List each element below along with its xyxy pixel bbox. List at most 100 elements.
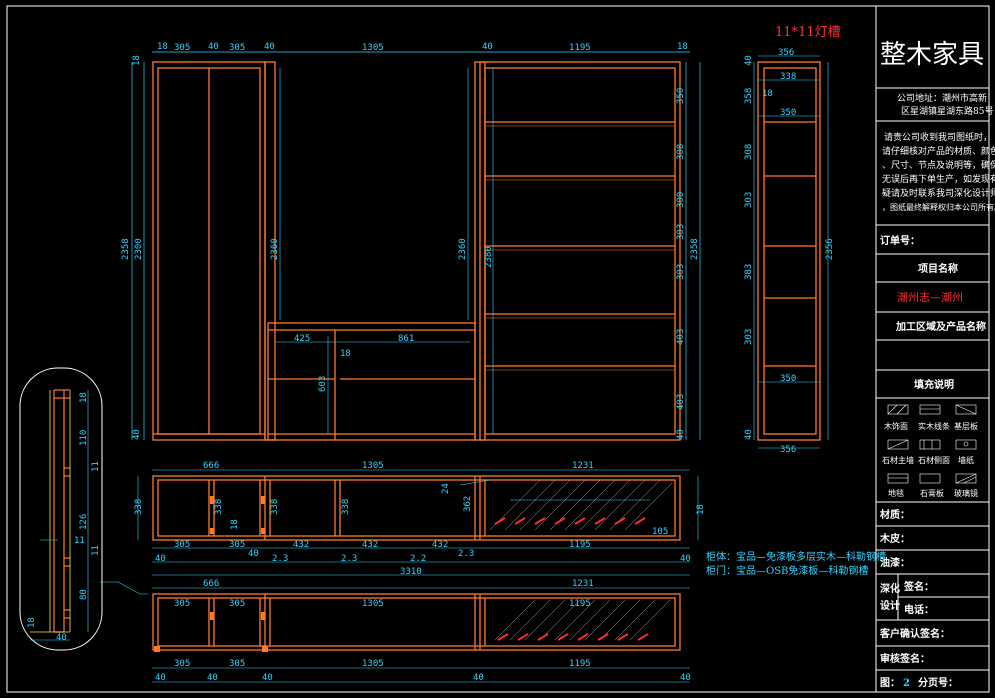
dim-label: 40 — [473, 673, 484, 683]
mid-cabinet-dims: 425 861 18 603 — [294, 334, 414, 392]
dim-label: 110 — [79, 430, 89, 446]
dim-label: 11 — [74, 536, 85, 546]
front-top-dims: 18 305 40 305 40 1305 40 1195 18 — [157, 42, 688, 53]
dim-label: 305 — [174, 659, 190, 669]
plan-view-1-dims: 666 1305 1231 305 305 40 432 432 432 119… — [134, 461, 706, 577]
detail-dims: 18 110 11 126 11 80 18 40 11 — [27, 392, 101, 643]
dim-label: 2356 — [825, 238, 835, 260]
wood-label: 木皮： — [879, 532, 910, 545]
dim-label: 1305 — [362, 43, 384, 53]
dim-label: 40 — [207, 673, 218, 683]
legend-item: 墙纸 — [958, 455, 974, 465]
address-line2: 区星湖镇星湖东路85号 — [901, 105, 993, 117]
dim-label: 80 — [79, 589, 89, 600]
dim-label: 308 — [676, 144, 686, 160]
order-label: 订单号： — [880, 234, 920, 247]
dim-label: 303 — [676, 224, 686, 240]
dim-label: 2358 — [121, 238, 131, 260]
legend-item: 基层板 — [954, 421, 978, 431]
notice-line: 无误后再下单生产，如发现有 — [882, 173, 995, 185]
dim-label: 40 — [744, 429, 754, 440]
material-label: 材质： — [880, 508, 910, 521]
dim-label: 338 — [270, 499, 280, 515]
notice-line: 请贵公司收到我司图纸时， — [884, 131, 992, 143]
dim-label: 432 — [432, 540, 448, 550]
client-sign-label: 客户确认签名： — [879, 627, 950, 640]
designer-label: 深化 — [880, 582, 900, 595]
legend-swatches — [887, 404, 977, 484]
dim-label: 303 — [744, 192, 754, 208]
legend-title: 填充说明 — [914, 378, 954, 391]
dim-label: 40 — [744, 55, 754, 66]
dim-label: 305 — [229, 540, 245, 550]
dim-label: 1231 — [572, 461, 594, 471]
dim-label: 358 — [744, 88, 754, 104]
dim-label: 305 — [174, 599, 190, 609]
dim-label: 1231 — [572, 579, 594, 589]
project-label: 项目名称 — [918, 262, 958, 275]
dim-label: 308 — [744, 144, 754, 160]
dim-label: 40 — [262, 673, 273, 683]
dim-label: 18 — [132, 55, 142, 66]
dim-label: 40 — [132, 429, 142, 440]
dim-label: 126 — [79, 514, 89, 530]
dim-label: 305 — [229, 43, 245, 53]
project-name: 潮州志—潮州 — [897, 290, 963, 304]
plan-view-2 — [100, 581, 690, 683]
cabinet-material-note: 柜体：宝品—免漆板多层实木—科勒钢槽 — [706, 550, 886, 563]
dim-label: 1305 — [362, 461, 384, 471]
dim-label: 40 — [208, 42, 219, 52]
plan-view-2-dims: 666 1231 305 305 1305 1195 305 305 1305 … — [155, 579, 691, 683]
dim-label: 18 — [79, 392, 89, 403]
dim-label: 2360 — [270, 238, 280, 260]
dim-label: 18 — [762, 89, 773, 99]
dim-label: 666 — [203, 579, 219, 589]
name-label: 签名： — [903, 580, 934, 593]
side-elevation — [753, 55, 829, 449]
titleblock: 整木家具 公司地址：潮州市高新 区星湖镇星湖东路85号 请贵公司收到我司图纸时，… — [876, 40, 995, 689]
dim-label: 305 — [229, 659, 245, 669]
legend-item: 石材侧面 — [918, 455, 950, 465]
dim-label: 40 — [676, 429, 686, 440]
front-vertical-dims: 18 2358 2300 40 2360 2360 2380 2358 — [121, 55, 700, 440]
dim-label: 603 — [318, 376, 328, 392]
legend-item: 玻璃镜 — [954, 488, 978, 498]
sheet-border — [6, 5, 990, 693]
dim-label: 432 — [362, 540, 378, 550]
legend-item: 实木线条 — [918, 421, 950, 431]
dim-label: 403 — [676, 394, 686, 410]
dim-label: 18 — [340, 349, 351, 359]
legend-item: 木饰面 — [884, 421, 908, 431]
legend-item: 地毯 — [888, 488, 904, 498]
dim-label: 2.2 — [410, 554, 426, 564]
dim-label: 105 — [652, 527, 668, 537]
review-sign-label: 审核签名： — [880, 652, 930, 665]
dim-label: 2.3 — [272, 554, 288, 564]
dim-label: 40 — [482, 42, 493, 52]
dim-label: 305 — [174, 540, 190, 550]
dim-label: 1195 — [569, 599, 591, 609]
page-number: 2 — [903, 678, 910, 689]
dim-label: 356 — [778, 48, 794, 58]
dim-label: 666 — [203, 461, 219, 471]
dim-label: 40 — [155, 673, 166, 683]
dim-label: 305 — [174, 43, 190, 53]
notice-line: 、尺寸、节点及说明等，确保 — [882, 159, 995, 171]
dim-label: 1195 — [569, 43, 591, 53]
dim-label: 3310 — [400, 567, 422, 577]
light-slot-label: 11*11灯槽 — [775, 25, 841, 40]
company-name: 整木家具 — [880, 40, 984, 70]
dim-label: 18 — [696, 504, 706, 515]
dim-label: 40 — [680, 673, 691, 683]
dim-label: 40 — [264, 42, 275, 52]
dim-label: 18 — [157, 42, 168, 52]
dim-label: 338 — [214, 499, 224, 515]
dim-label: 303 — [676, 264, 686, 280]
dim-label: 338 — [341, 499, 351, 515]
dim-label: 11 — [91, 545, 101, 556]
dim-label: 432 — [293, 540, 309, 550]
dim-label: 2380 — [484, 246, 494, 268]
dim-label: 303 — [744, 329, 754, 345]
dim-label: 2300 — [134, 238, 144, 260]
dim-label: 24 — [441, 483, 451, 494]
